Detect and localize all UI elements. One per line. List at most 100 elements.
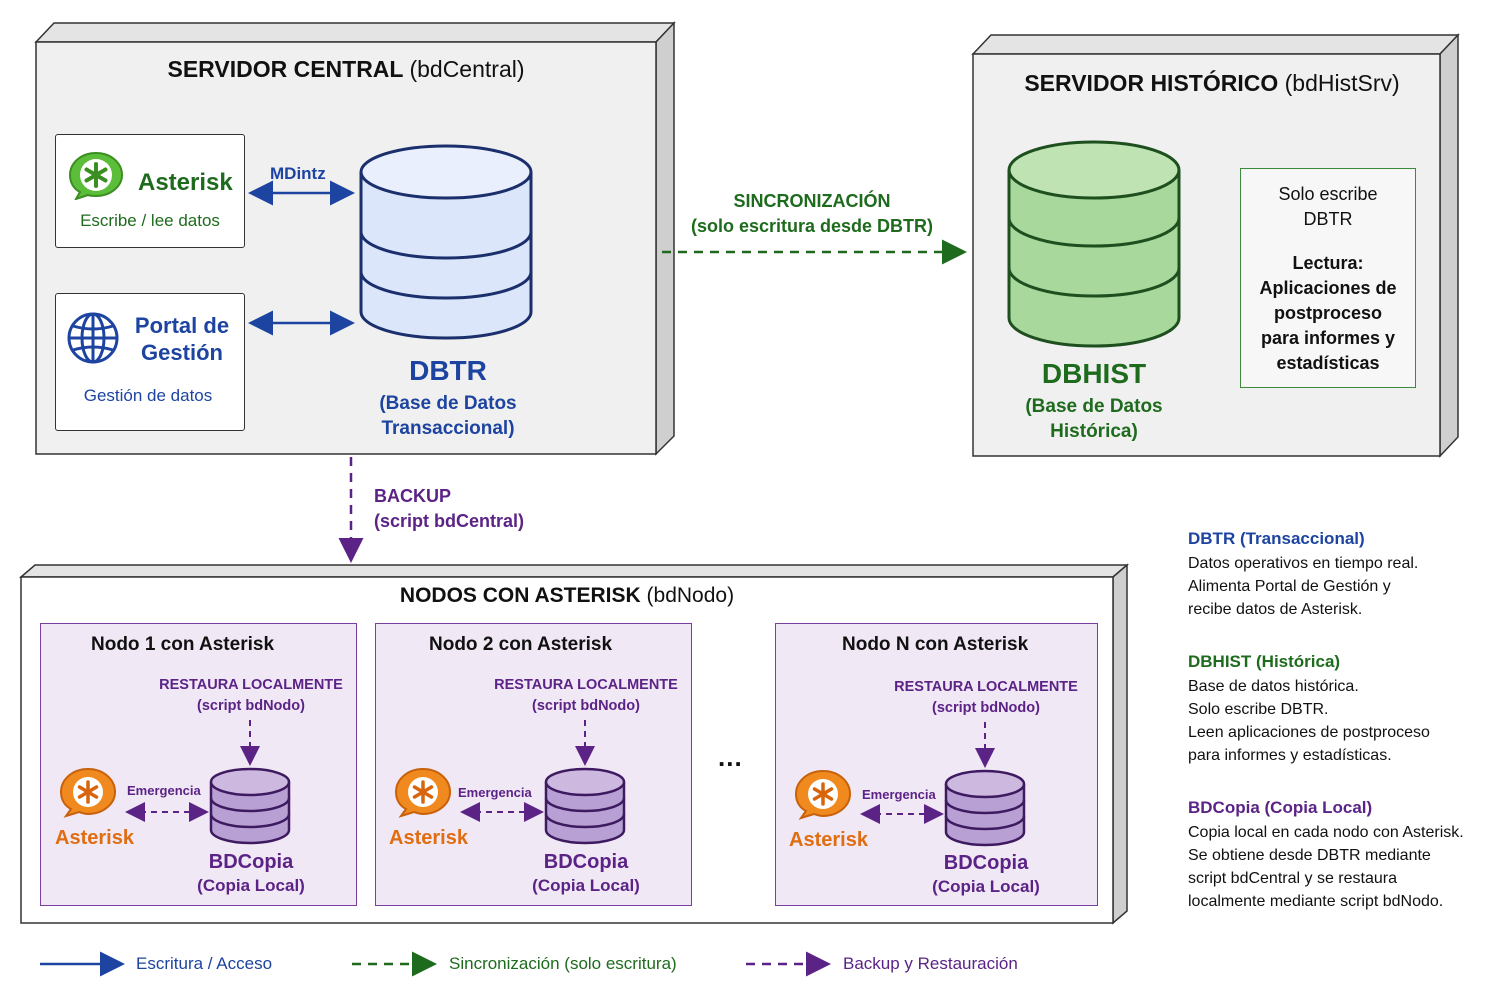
dbtr-desc: (Base de Datos Transaccional) <box>340 391 556 441</box>
sync-label-line1: SINCRONIZACIÓN <box>733 191 891 211</box>
node-card-1: Nodo 1 con Asterisk RESTAURA LOCALMENTE … <box>40 623 357 906</box>
node-card-n: Nodo N con Asterisk RESTAURA LOCALMENTE … <box>775 623 1098 906</box>
dbhist-desc: (Base de Datos Histórica) <box>994 394 1194 444</box>
legend-access-label: Escritura / Acceso <box>136 954 273 973</box>
note-dbhist-line: Leen aplicaciones de postproceso <box>1188 724 1430 741</box>
node-title: Nodo N con Asterisk <box>842 634 1029 655</box>
note-dbtr-line: recibe datos de Asterisk. <box>1188 601 1363 618</box>
historic-note-write: Solo escribe DBTR <box>1241 182 1415 232</box>
nodes-subtitle-text: (bdNodo) <box>646 584 735 607</box>
node-asterisk-label: Asterisk <box>789 829 868 851</box>
historic-note-line2: DBTR <box>1303 209 1353 229</box>
node-restore-line2: (script bdNodo) <box>532 698 640 714</box>
backup-label-line2: (script bdCentral) <box>374 511 525 531</box>
node-restore-line1: RESTAURA LOCALMENTE <box>494 677 678 693</box>
bdcopia-database-icon <box>544 767 626 845</box>
emergency-label: Emergencia <box>458 785 532 800</box>
notes-panel: DBTR (Transaccional) Datos operativos en… <box>1188 527 1488 913</box>
historic-subtitle-text: (bdHistSrv) <box>1284 70 1400 96</box>
historic-title-text: SERVIDOR HISTÓRICO <box>1024 70 1279 96</box>
bdcopia-name: BDCopia <box>943 852 1029 874</box>
note-dbhist-name: DBHIST <box>1188 652 1252 671</box>
nodes-ellipsis: ... <box>718 742 743 772</box>
node-restore-line1: RESTAURA LOCALMENTE <box>159 677 343 693</box>
bdcopia-desc: (Copia Local) <box>197 876 305 895</box>
asterisk-app-name: Asterisk <box>138 169 233 196</box>
historic-note-line7: estadísticas <box>1276 353 1380 373</box>
nodes-title-text: NODOS CON ASTERISK <box>399 584 641 607</box>
emergency-label: Emergencia <box>127 783 201 798</box>
note-bdcopia-line: Copia local en cada nodo con Asterisk. <box>1188 824 1464 841</box>
backup-label: BACKUP (script bdCentral) <box>374 484 524 534</box>
asterisk-icon <box>68 151 124 200</box>
backup-label-line1: BACKUP <box>374 486 452 506</box>
note-dbtr-name: DBTR <box>1188 529 1236 548</box>
historic-note-read: Lectura: Aplicaciones de postproceso par… <box>1241 251 1415 376</box>
central-subtitle-text: (bdCentral) <box>409 56 525 82</box>
bdcopia-desc: (Copia Local) <box>532 876 640 895</box>
portal-name-line2: Gestión <box>141 340 223 365</box>
dbhist-name: DBHIST <box>1041 358 1147 389</box>
note-dbtr-line: Alimenta Portal de Gestión y <box>1188 578 1391 595</box>
bdcopia-database-icon <box>944 769 1026 847</box>
note-bdcopia-tag: (Copia Local) <box>1264 798 1373 817</box>
node-restore-label: RESTAURA LOCALMENTE (script bdNodo) <box>137 675 365 717</box>
bdcopia-name: BDCopia <box>543 851 629 873</box>
historic-note-box: Solo escribe DBTR Lectura: Aplicaciones … <box>1240 168 1416 388</box>
dbhist-desc-line1: (Base de Datos <box>1025 396 1163 417</box>
historic-note-line1: Solo escribe <box>1278 184 1378 204</box>
node-graphics <box>394 720 626 845</box>
note-bdcopia-line: script bdCentral y se restaura <box>1188 870 1397 887</box>
note-bdcopia-line: localmente mediante script bdNodo. <box>1188 893 1444 910</box>
node-graphics <box>794 722 1026 847</box>
globe-icon <box>67 312 119 364</box>
note-dbtr: DBTR (Transaccional) Datos operativos en… <box>1188 527 1488 621</box>
note-dbtr-line: Datos operativos en tiempo real. <box>1188 555 1419 572</box>
node-restore-line2: (script bdNodo) <box>197 698 305 714</box>
node-card-2: Nodo 2 con Asterisk RESTAURA LOCALMENTE … <box>375 623 692 906</box>
mdintz-label: MDintz <box>270 164 326 183</box>
note-dbhist-line: para informes y estadísticas. <box>1188 747 1392 764</box>
note-dbtr-tag: (Transaccional) <box>1239 529 1365 548</box>
dbtr-name: DBTR <box>409 355 487 386</box>
legend-backup-label: Backup y Restauración <box>843 954 1018 973</box>
portal-app-name: Portal de Gestión <box>126 312 238 366</box>
asterisk-icon <box>394 767 452 818</box>
dbhist-desc-line2: Histórica) <box>1050 421 1138 442</box>
note-dbhist: DBHIST (Histórica) Base de datos históri… <box>1188 650 1488 767</box>
portal-name-line1: Portal de <box>134 313 230 338</box>
node-graphics <box>59 720 291 845</box>
dbtr-desc-line2: Transaccional) <box>381 418 515 439</box>
nodes-title: NODOS CON ASTERISK (bdNodo) <box>21 584 1113 608</box>
node-title: Nodo 2 con Asterisk <box>429 634 613 655</box>
dbhist-database-icon <box>1007 140 1181 348</box>
central-title-text: SERVIDOR CENTRAL <box>167 56 404 82</box>
node-asterisk-label: Asterisk <box>55 827 134 849</box>
historic-note-line6: para informes y <box>1260 328 1396 348</box>
historic-server-title: SERVIDOR HISTÓRICO (bdHistSrv) <box>973 70 1451 97</box>
sync-label-line2: (solo escritura desde DBTR) <box>690 216 934 236</box>
bdcopia-database-icon <box>209 767 291 845</box>
central-server-title: SERVIDOR CENTRAL (bdCentral) <box>36 56 656 83</box>
portal-app-desc: Gestión de datos <box>83 386 213 405</box>
note-dbhist-line: Solo escribe DBTR. <box>1188 701 1329 718</box>
historic-note-line4: Aplicaciones de <box>1259 278 1397 298</box>
node-restore-line1: RESTAURA LOCALMENTE <box>894 679 1078 695</box>
note-bdcopia: BDCopia (Copia Local) Copia local en cad… <box>1188 796 1488 913</box>
legend-sync-label: Sincronización (solo escritura) <box>449 954 677 973</box>
portal-app-box: Portal de Gestión Gestión de datos <box>55 293 245 431</box>
bdcopia-desc: (Copia Local) <box>932 877 1040 896</box>
node-title: Nodo 1 con Asterisk <box>91 634 275 655</box>
note-bdcopia-line: Se obtiene desde DBTR mediante <box>1188 847 1431 864</box>
historic-note-line5: postproceso <box>1273 303 1383 323</box>
asterisk-icon <box>59 767 117 818</box>
node-restore-label: RESTAURA LOCALMENTE (script bdNodo) <box>872 677 1100 719</box>
asterisk-app-desc: Escribe / lee datos <box>80 211 220 230</box>
node-restore-line2: (script bdNodo) <box>932 700 1040 716</box>
note-dbhist-tag: (Histórica) <box>1256 652 1341 671</box>
bdcopia-name: BDCopia <box>208 851 294 873</box>
node-restore-label: RESTAURA LOCALMENTE (script bdNodo) <box>472 675 700 717</box>
dbtr-database-icon <box>359 144 533 340</box>
node-asterisk-label: Asterisk <box>389 827 468 849</box>
asterisk-app-box: Asterisk Escribe / lee datos <box>55 134 245 248</box>
